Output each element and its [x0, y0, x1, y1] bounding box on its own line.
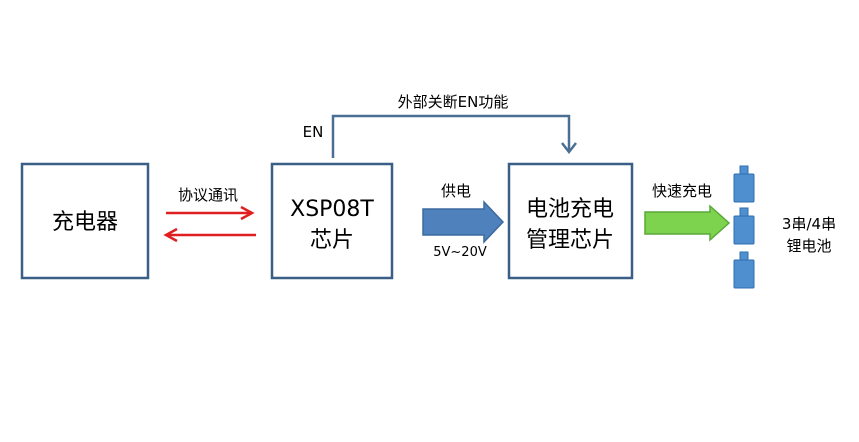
supply-label: 供电 [441, 182, 471, 200]
charger-block: 充电器 [20, 162, 150, 280]
en-path-arrowhead [561, 142, 577, 155]
battery-cell-bottom [733, 251, 755, 289]
battery-cell-top [733, 165, 755, 203]
en-path: EN 外部关断EN功能 [303, 93, 577, 158]
en-path-title: 外部关断EN功能 [398, 93, 509, 111]
xsp08t-box [270, 162, 394, 280]
charge-management-label-line2: 管理芯片 [526, 228, 614, 253]
en-label: EN [303, 123, 324, 141]
charger-box [20, 162, 150, 280]
protocol-label: 协议通讯 [178, 186, 238, 204]
battery-label-line2: 锂电池 [786, 237, 831, 255]
fast-charge-link: 快速充电 [644, 182, 731, 242]
xsp08t-block: XSP08T 芯片 [270, 162, 394, 280]
supply-voltage: 5V~20V [433, 245, 487, 260]
charge-management-label-line1: 电池充电 [526, 197, 614, 222]
fast-charge-label: 快速充电 [652, 182, 712, 200]
supply-arrow [422, 200, 505, 244]
charger-label: 充电器 [52, 210, 118, 235]
protocol-link: 协议通讯 [163, 186, 256, 243]
supply-link: 供电 5V~20V [422, 182, 505, 260]
charge-management-box [507, 162, 634, 280]
charge-management-block: 电池充电 管理芯片 [507, 162, 634, 280]
battery-label-line1: 3串/4串 [782, 215, 836, 233]
xsp08t-label-line2: 芯片 [310, 228, 354, 253]
battery-cell-middle [733, 207, 755, 245]
xsp08t-label-line1: XSP08T [290, 197, 374, 222]
battery-stack: 3串/4串 锂电池 [733, 165, 836, 289]
arrow-right-red [166, 205, 255, 221]
fast-charge-arrow [644, 204, 731, 242]
en-path-line [331, 114, 571, 158]
arrow-left-red [163, 227, 256, 243]
